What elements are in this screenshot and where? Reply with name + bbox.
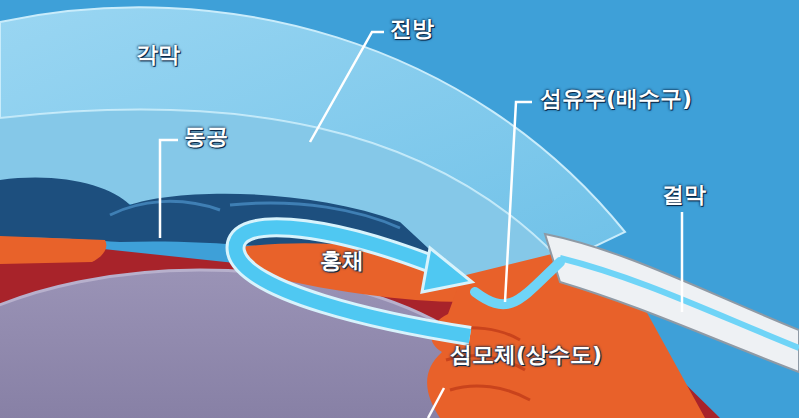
iris-tissue bbox=[0, 236, 106, 264]
trabecular-tube bbox=[475, 262, 560, 304]
iris-ridge bbox=[110, 201, 220, 215]
leader-line bbox=[160, 140, 178, 238]
part-label: 전방 bbox=[390, 16, 434, 41]
label-holder: 각막 bbox=[136, 42, 180, 67]
drainage-channel bbox=[560, 258, 799, 348]
part-label: 동공 bbox=[184, 124, 228, 149]
part-label: 홍채 bbox=[320, 248, 364, 273]
part-label: 결막 bbox=[662, 182, 706, 207]
part-label: 섬모체(상수도) bbox=[450, 342, 602, 367]
part-label: 섬유주(배수구) bbox=[540, 86, 692, 111]
flow-arrowhead bbox=[422, 248, 472, 292]
label-holder: 결막 bbox=[662, 182, 706, 207]
leader-line bbox=[310, 32, 384, 142]
label-holder: 전방 bbox=[390, 16, 434, 41]
label-holder: 섬모체(상수도) bbox=[450, 342, 602, 367]
label-holder: 섬유주(배수구) bbox=[540, 86, 692, 111]
label-holder: 홍채 bbox=[320, 248, 364, 273]
leader-line bbox=[681, 212, 684, 312]
part-label: 각막 bbox=[136, 42, 180, 67]
label-holder: 동공 bbox=[184, 124, 228, 149]
leader-line bbox=[505, 102, 532, 302]
leader-line bbox=[428, 388, 444, 418]
